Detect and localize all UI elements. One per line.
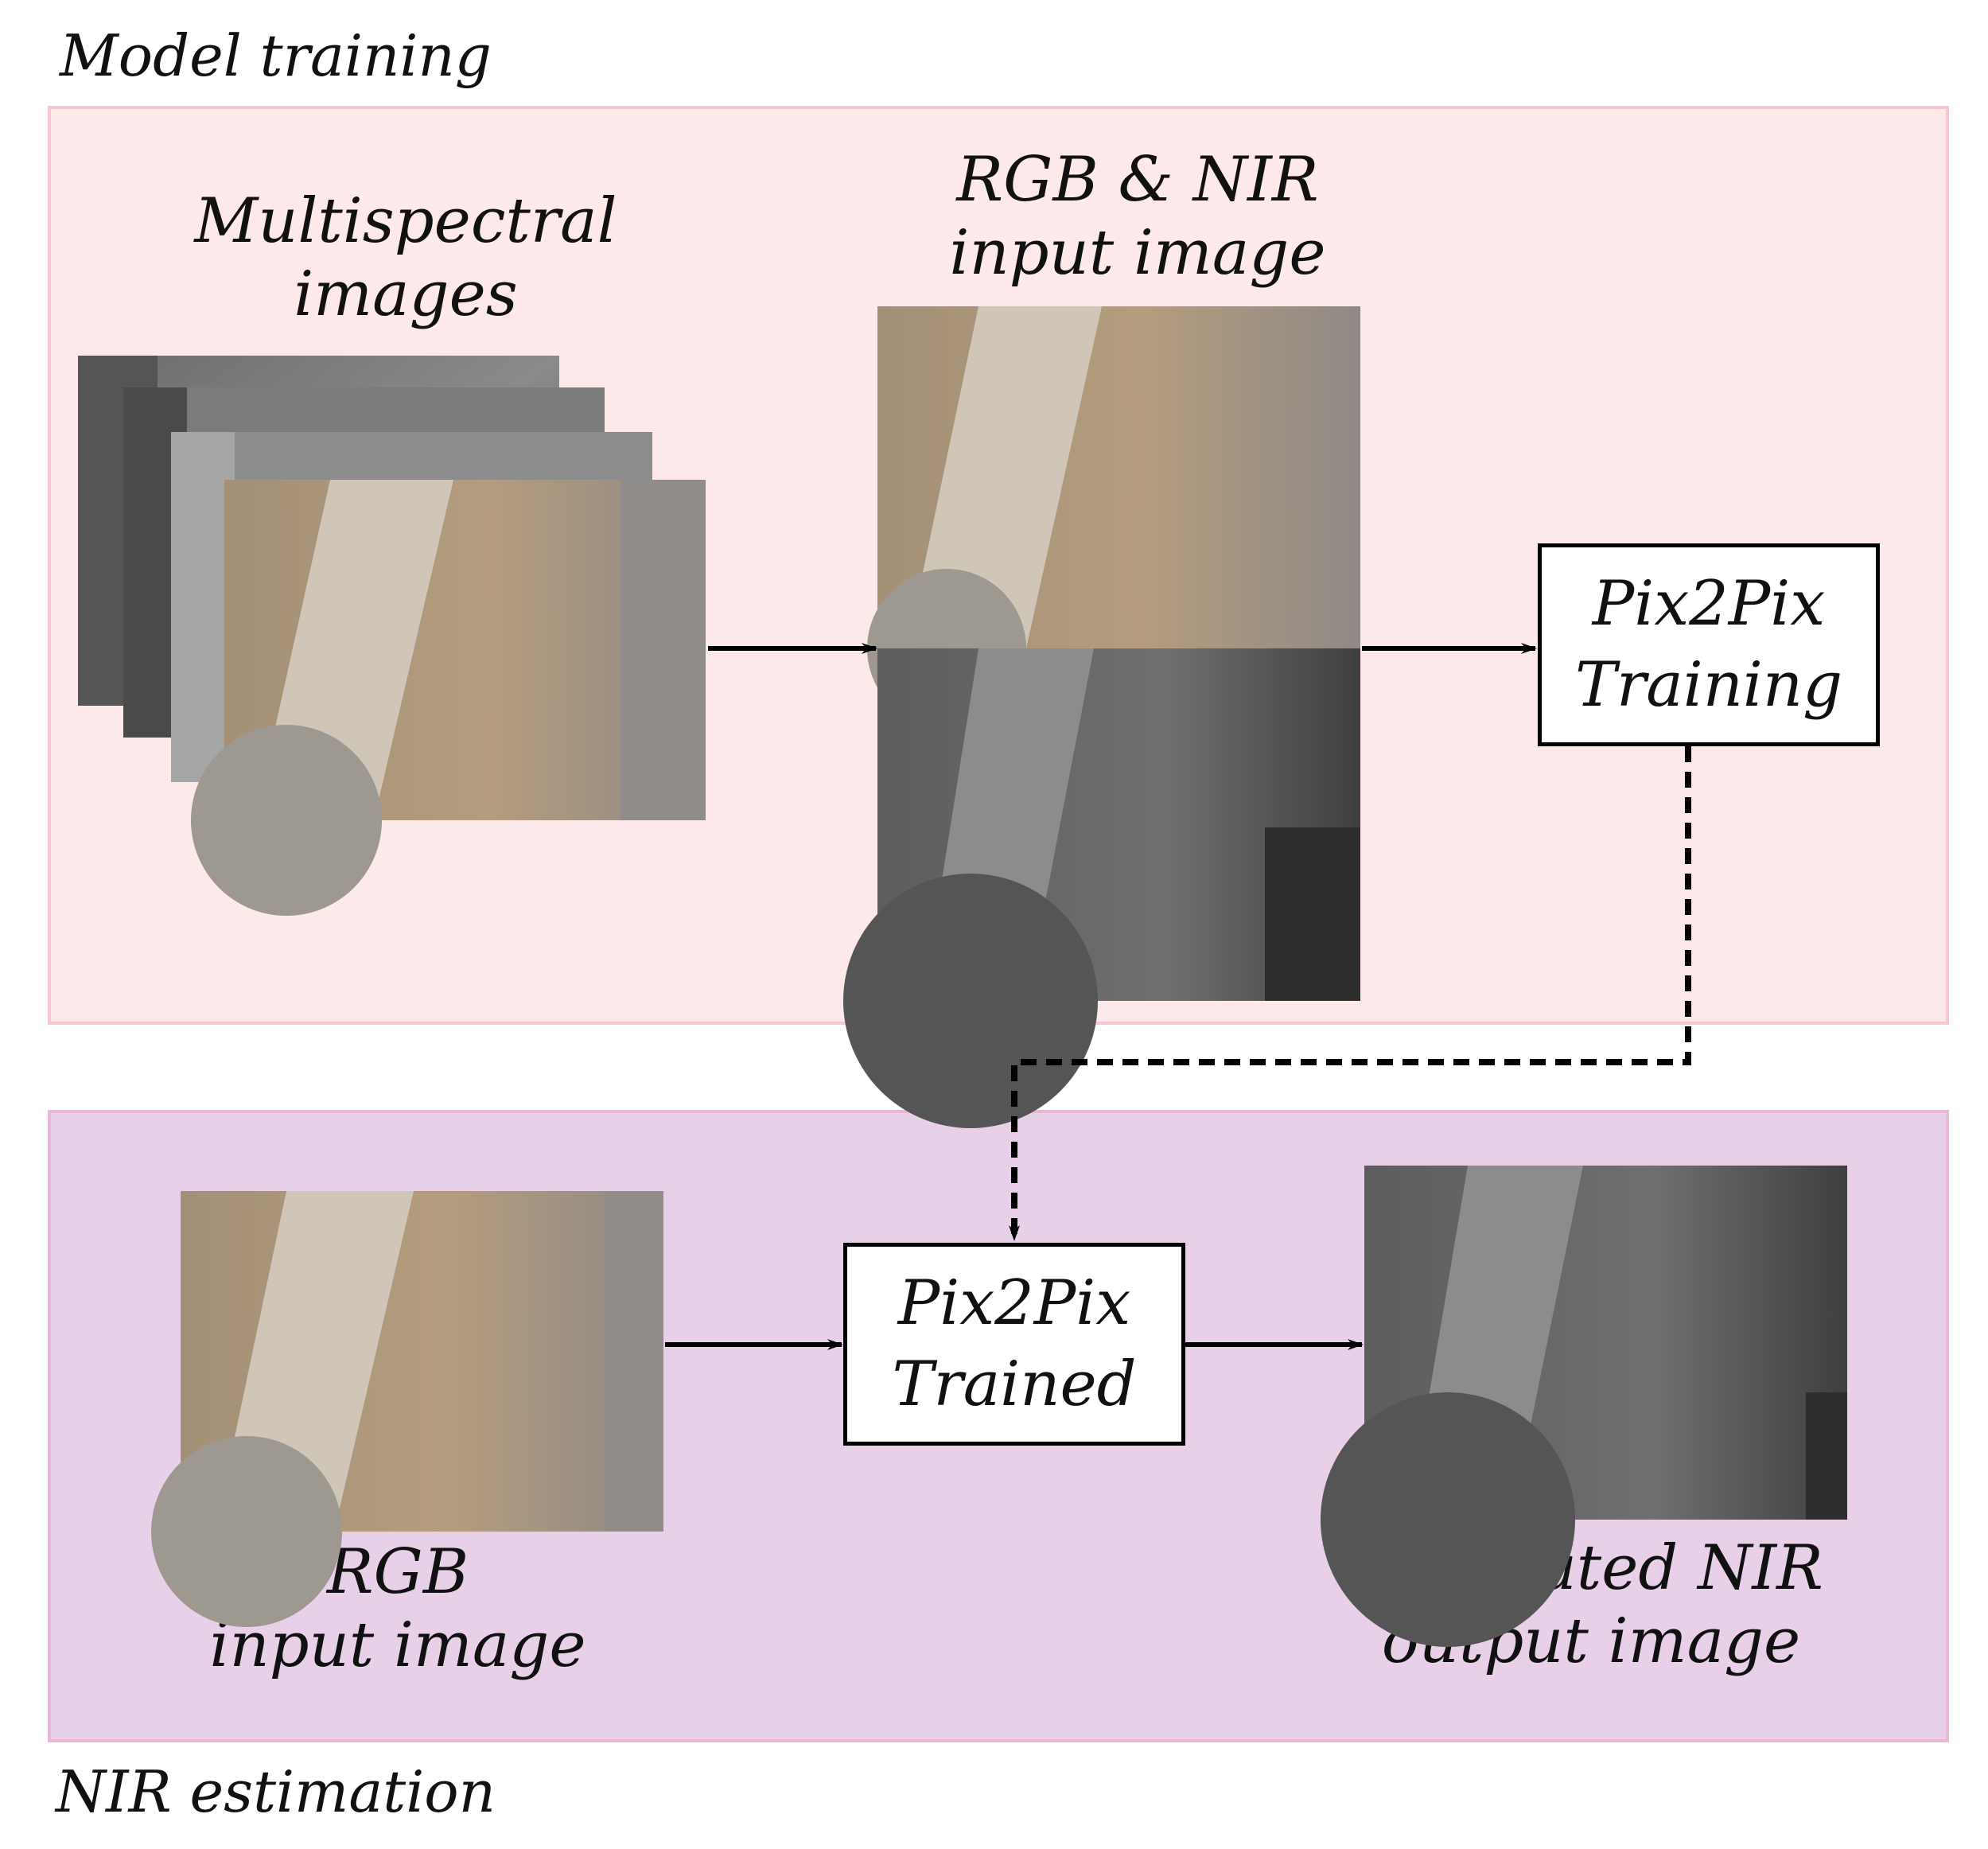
rgb-nir-label-line1: RGB & NIR: [956, 144, 1319, 216]
rgb-input-image: [151, 1191, 663, 1627]
rgb-nir-label: RGB & NIR input image: [899, 143, 1376, 290]
pix2pix-trained-line1: Pix2Pix: [897, 1267, 1131, 1340]
multispectral-label-line1: Multispectral: [194, 185, 617, 257]
rgb-image-front: [191, 480, 706, 916]
estimation-section-title: NIR estimation: [56, 1758, 496, 1825]
rgb-input-label: RGB input image: [159, 1536, 636, 1682]
pix2pix-trained-line2: Trained: [892, 1348, 1137, 1420]
pix2pix-training-line1: Pix2Pix: [1592, 568, 1826, 640]
rgb-nir-label-line2: input image: [949, 217, 1326, 290]
rgb-input-label-line1: RGB: [326, 1536, 469, 1608]
pix2pix-training-line2: Training: [1574, 648, 1843, 721]
pix2pix-trained-box: Pix2Pix Trained: [843, 1243, 1185, 1446]
multispectral-label: Multispectral images: [183, 185, 628, 331]
multispectral-stack: [78, 356, 706, 916]
multispectral-label-line2: images: [294, 259, 518, 331]
training-section-title: Model training: [60, 22, 492, 89]
rgb-nir-input-image: [843, 306, 1360, 1128]
pix2pix-training-box: Pix2Pix Training: [1538, 543, 1880, 746]
dashed-model-transfer-connector: [1009, 746, 1691, 1241]
estimated-nir-output-image: [1321, 1166, 1847, 1647]
